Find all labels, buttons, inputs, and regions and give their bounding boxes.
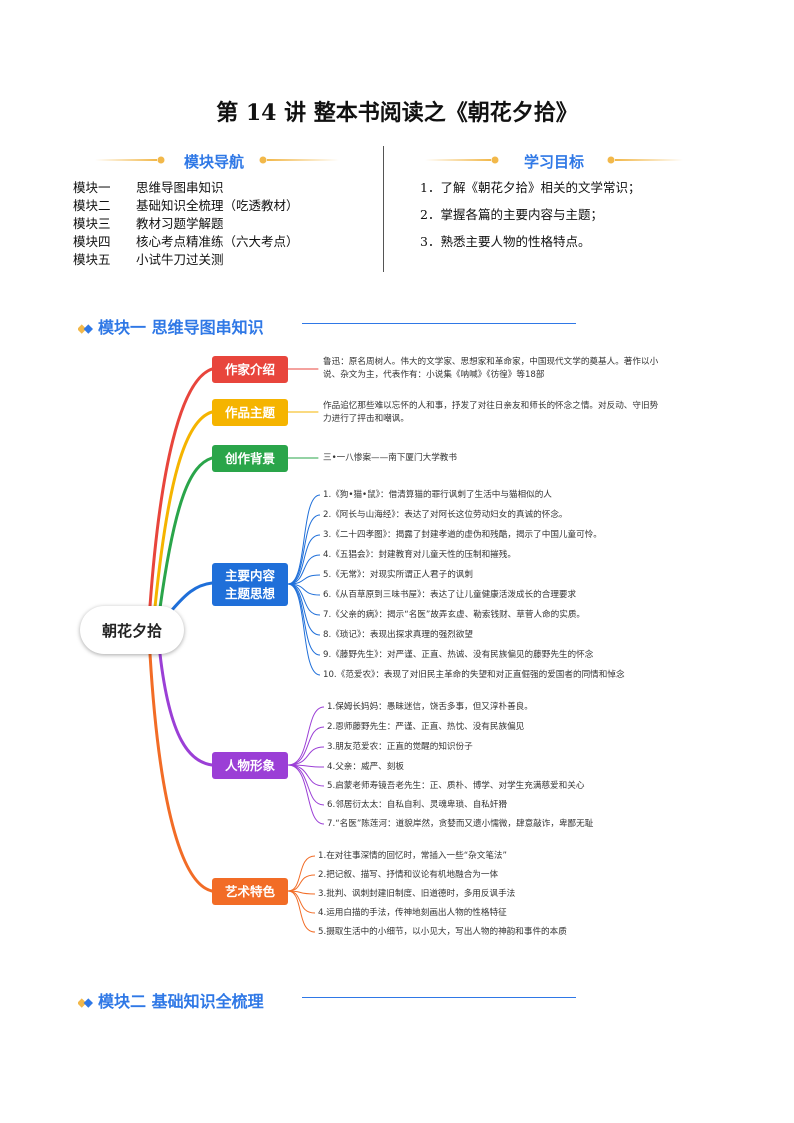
goal-item-3: 3．熟悉主要人物的性格特点。	[420, 234, 591, 249]
art-item-4: 4.运用白描的手法，传神地刻画出人物的性格特征	[318, 908, 507, 918]
nav-item-5[interactable]: 模块五小试牛刀过关测	[73, 252, 224, 267]
nav-heading: 模块导航	[183, 153, 244, 171]
art-item-5: 5.摄取生活中的小细节，以小见大，写出人物的神韵和事件的本质	[318, 927, 567, 937]
goals-heading-decoration	[425, 156, 683, 164]
character-item-4: 4.父亲：威严、刻板	[327, 762, 404, 772]
category-author: 作家介绍	[212, 356, 288, 383]
module2-rule	[302, 997, 576, 998]
module1-title: 模块一 思维导图串知识	[78, 314, 264, 338]
art-item-2: 2.把记叙、描写、抒情和议论有机地融合为一体	[318, 870, 499, 880]
art-item-3: 3.批判、讽刺封建旧制度、旧道德时，多用反讽手法	[318, 889, 516, 899]
character-item-6: 6.邻居衍太太：自私自利、灵魂卑琐、自私奸猾	[327, 800, 508, 810]
content-item-2: 2.《阿长与山海经》：表达了对阿长这位劳动妇女的真诚的怀念。	[323, 510, 568, 520]
nav-item-1[interactable]: 模块一思维导图串知识	[73, 180, 224, 195]
nav-item-2[interactable]: 模块二基础知识全梳理（吃透教材）	[73, 198, 299, 213]
nav-item-3[interactable]: 模块三教材习题学解题	[73, 216, 224, 231]
content-item-1: 1.《狗•猫•鼠》：借清算猫的罪行讽刺了生活中与猫相似的人	[323, 490, 552, 500]
module-nav-list: 模块一思维导图串知识 模块二基础知识全梳理（吃透教材） 模块三教材习题学解题 模…	[73, 179, 299, 269]
character-item-7: 7.“名医”陈莲河：道貌岸然，贪婪而又遗小懦微，肆意敲诈，卑鄙无耻	[327, 819, 594, 829]
nav-item-4[interactable]: 模块四核心考点精准练（六大考点）	[73, 234, 299, 249]
content-item-5: 5.《无常》：对现实所谓正人君子的讽刺	[323, 570, 473, 580]
category-content: 主要内容 主题思想	[212, 563, 288, 606]
category-characters: 人物形象	[212, 752, 288, 779]
goal-item-1: 1．了解《朝花夕拾》相关的文学常识；	[420, 180, 641, 195]
art-item-1: 1.在对往事深情的回忆时，常插入一些“杂文笔法”	[318, 851, 507, 861]
background-text: 三•一八惨案——南下厦门大学教书	[323, 453, 457, 463]
goal-item-2: 2．掌握各篇的主要内容与主题；	[420, 207, 603, 222]
category-background: 创作背景	[212, 445, 288, 472]
diamond-icon	[78, 997, 93, 1008]
content-item-10: 10.《范爱农》：表现了对旧民主革命的失望和对正直倔强的爱国者的同情和悼念	[323, 670, 625, 680]
page-title: 第 14 讲 整本书阅读之《朝花夕拾》	[216, 100, 578, 126]
nav-heading-decoration	[95, 156, 339, 164]
module2-title: 模块二 基础知识全梳理	[78, 988, 264, 1012]
module1-rule	[302, 323, 576, 324]
character-item-5: 5.启蒙老师寿镜吾老先生：正、质朴、博学、对学生充满慈爱和关心	[327, 781, 585, 791]
mindmap-center-node: 朝花夕拾	[80, 606, 184, 654]
character-item-1: 1.保姆长妈妈：愚昧迷信，饶舌多事，但又淳朴善良。	[327, 702, 533, 712]
content-item-7: 7.《父亲的病》：揭示“名医”故弄玄虚、勒索钱财、草菅人命的实质。	[323, 610, 586, 620]
content-item-3: 3.《二十四孝图》：揭露了封建孝道的虚伪和残酷，揭示了中国儿童可怜。	[323, 530, 602, 540]
content-item-8: 8.《琐记》：表现出探求真理的强烈欲望	[323, 630, 473, 640]
diamond-icon	[78, 323, 93, 334]
character-item-3: 3.朋友范爱农：正直的觉醒的知识份子	[327, 742, 473, 752]
author-intro-text: 鲁迅：原名周树人。伟大的文学家、思想家和革命家，中国现代文学的奠基人。著作以小说…	[323, 357, 659, 380]
header-divider	[383, 146, 384, 272]
category-theme: 作品主题	[212, 399, 288, 426]
category-art: 艺术特色	[212, 878, 288, 905]
content-item-4: 4.《五猖会》：封建教育对儿童天性的压制和摧残。	[323, 550, 516, 560]
goals-heading: 学习目标	[523, 153, 584, 171]
content-item-9: 9.《藤野先生》：对严谨、正直、热诚、没有民族偏见的藤野先生的怀念	[323, 650, 594, 660]
character-item-2: 2.恩师藤野先生：严谨、正直、热忱、没有民族偏见	[327, 722, 525, 732]
content-item-6: 6.《从百草原到三味书屋》：表达了让儿童健康活泼成长的合理要求	[323, 590, 577, 600]
theme-text: 作品追忆那些难以忘怀的人和事，抒发了对往日亲友和师长的怀念之情。对反动、守旧势力…	[323, 401, 659, 424]
